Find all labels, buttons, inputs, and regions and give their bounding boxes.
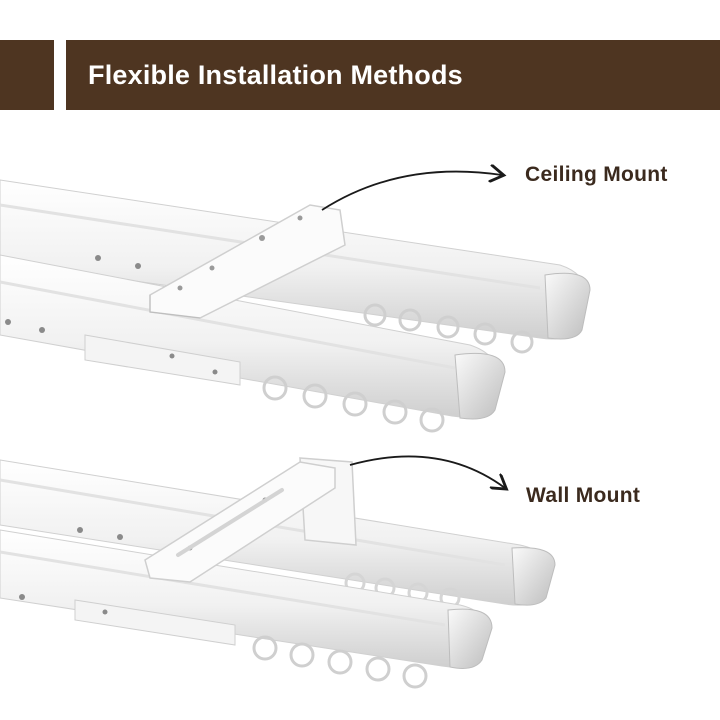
page-title: Flexible Installation Methods xyxy=(88,59,463,90)
wall-mount-track xyxy=(0,457,556,689)
header-banner: Flexible Installation Methods xyxy=(66,40,720,110)
wall-arrow-icon xyxy=(349,455,505,488)
wall-mount-label: Wall Mount xyxy=(526,484,641,507)
ceiling-mount-track xyxy=(0,179,591,433)
banner-accent-block xyxy=(0,40,54,110)
ceiling-arrow-icon xyxy=(321,172,502,211)
ceiling-mount-label: Ceiling Mount xyxy=(525,163,668,186)
